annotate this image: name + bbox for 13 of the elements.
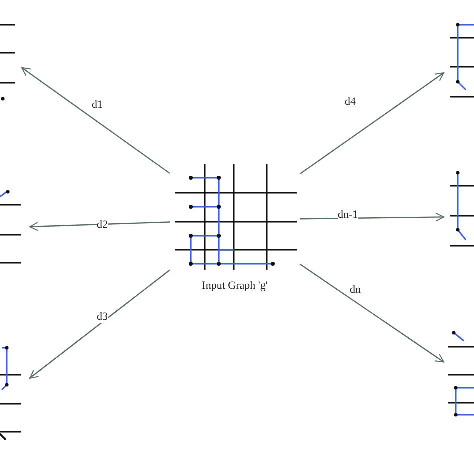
arrow — [22, 67, 170, 174]
edge-label: d4 — [345, 97, 356, 108]
arrow — [300, 212, 444, 222]
edge-label: d2 — [97, 220, 108, 231]
graph-caption: Input Graph 'g' — [202, 280, 268, 294]
edge-label: d3 — [97, 312, 108, 323]
arrow — [300, 264, 444, 363]
arrow — [30, 270, 170, 379]
edge-label: dn-1 — [338, 210, 358, 221]
edge-label: dn — [350, 285, 361, 296]
edge-label: d1 — [92, 100, 103, 111]
arrow — [30, 222, 170, 232]
arrow — [300, 72, 444, 175]
